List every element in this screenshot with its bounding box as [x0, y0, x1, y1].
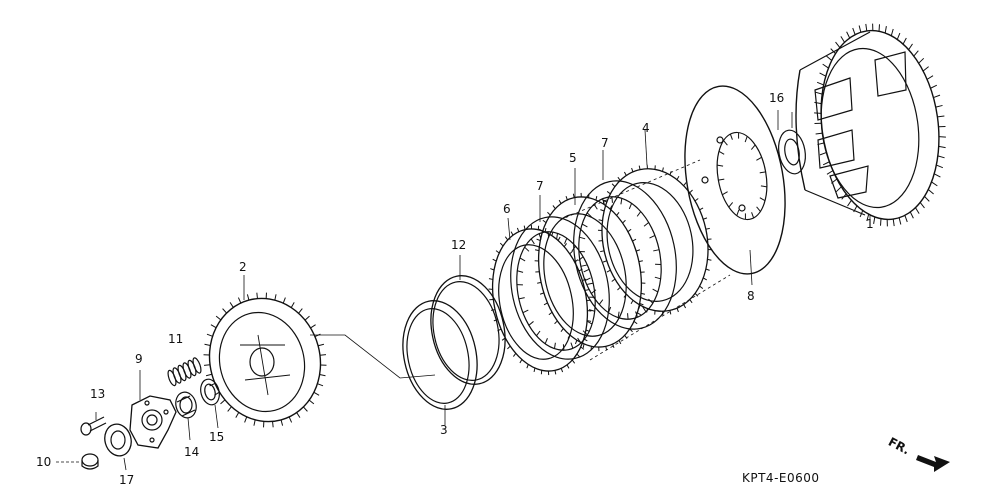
collar-14: [173, 390, 199, 440]
part-label-2: 2: [239, 261, 247, 273]
part-label-14: 14: [184, 446, 199, 458]
part-label-12: 12: [451, 239, 466, 251]
part-label-11: 11: [168, 333, 183, 345]
figure-code: KPT4-E0600: [742, 471, 820, 485]
spring-washer: [775, 112, 808, 176]
part-label-4: 4: [642, 122, 650, 134]
clutch-center: [196, 275, 334, 434]
part-label-15: 15: [209, 431, 224, 443]
bolt-13: [81, 412, 106, 435]
pushrod-10: [56, 454, 98, 469]
washer-15: [198, 377, 222, 428]
part-label-16: 16: [769, 92, 784, 104]
part-label-8: 8: [747, 290, 755, 302]
clutch-spring: [166, 357, 202, 387]
lifter-plate: [130, 370, 176, 448]
part-label-9: 9: [135, 353, 143, 365]
front-direction-arrow-icon: [916, 455, 950, 472]
assembly-leader-line: [310, 335, 435, 378]
part-label-1: 1: [866, 218, 874, 230]
part-label-13: 13: [90, 388, 105, 400]
part-label-17: 17: [119, 474, 134, 486]
part-label-5: 5: [569, 152, 577, 164]
clutch-plate-7-lower: [498, 195, 622, 368]
part-label-7a: 7: [601, 137, 609, 149]
pressure-plate: [671, 78, 799, 285]
part-label-3: 3: [440, 424, 448, 436]
part-label-10: 10: [36, 456, 51, 468]
part-label-6: 6: [503, 203, 511, 215]
clutch-outer-housing: [796, 23, 951, 227]
part-label-7b: 7: [536, 180, 544, 192]
